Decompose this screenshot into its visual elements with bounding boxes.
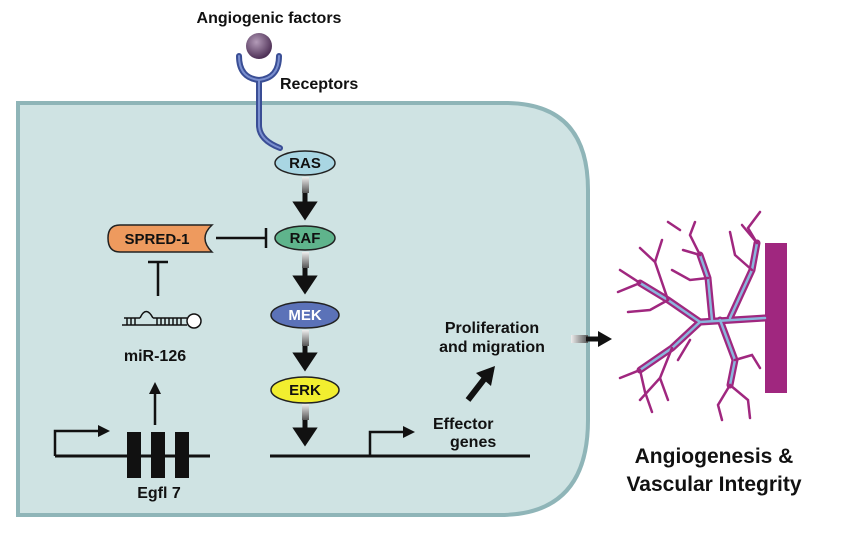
ligand-ball: [246, 33, 272, 59]
effector-label-line2: genes: [450, 434, 496, 451]
connector-dash: [302, 252, 309, 268]
angiogenic-factors-label: Angiogenic factors: [197, 10, 342, 27]
connector-dash: [302, 177, 309, 193]
exon-block: [151, 432, 165, 478]
egfl7-label: Egfl 7: [137, 485, 181, 502]
egfl7-promoter-arrow: [53, 429, 100, 456]
effector-promoter-arrow: [368, 430, 405, 456]
arrow-erk-dna: [292, 420, 318, 447]
effector-promoter-arrowhead: [403, 426, 415, 438]
mek-node: MEK: [270, 301, 340, 329]
arrow-egfl7-mir126-head: [149, 382, 161, 394]
egfl7-promoter-arrowhead: [98, 425, 110, 437]
erk-label: ERK: [289, 382, 321, 399]
raf-label: RAF: [290, 230, 321, 247]
connector-dash: [302, 330, 309, 346]
spred1-node: SPRED-1: [107, 224, 214, 253]
arrow-ras-raf: [292, 193, 318, 221]
mek-label: MEK: [288, 307, 322, 324]
proliferation-label-line2: and migration: [439, 339, 545, 356]
receptors-label: Receptors: [280, 76, 358, 93]
arrow-raf-mek: [292, 268, 318, 295]
arrow-to-vessel-head: [598, 331, 612, 347]
exon-block: [175, 432, 189, 478]
exon-block: [127, 432, 141, 478]
arrow-to-proliferation-head: [476, 366, 495, 386]
ras-label: RAS: [289, 155, 321, 172]
erk-node: ERK: [270, 376, 340, 404]
outcome-label-line1: Angiogenesis &: [635, 445, 794, 468]
proliferation-label-line1: Proliferation: [445, 320, 539, 337]
arrow-mek-erk: [292, 346, 318, 372]
mir126-label: miR-126: [124, 348, 186, 365]
arrow-to-proliferation: [465, 376, 488, 402]
connector-dash: [302, 404, 309, 420]
spred1-label: SPRED-1: [124, 231, 189, 248]
ras-node: RAS: [274, 150, 336, 176]
mir126-hairpin-icon: [122, 310, 202, 329]
outcome-label-line2: Vascular Integrity: [626, 473, 801, 496]
connector-dash: [571, 335, 588, 343]
effector-label-line1: Effector: [433, 416, 493, 433]
blood-vessel-icon: [616, 210, 787, 422]
raf-node: RAF: [274, 225, 336, 251]
